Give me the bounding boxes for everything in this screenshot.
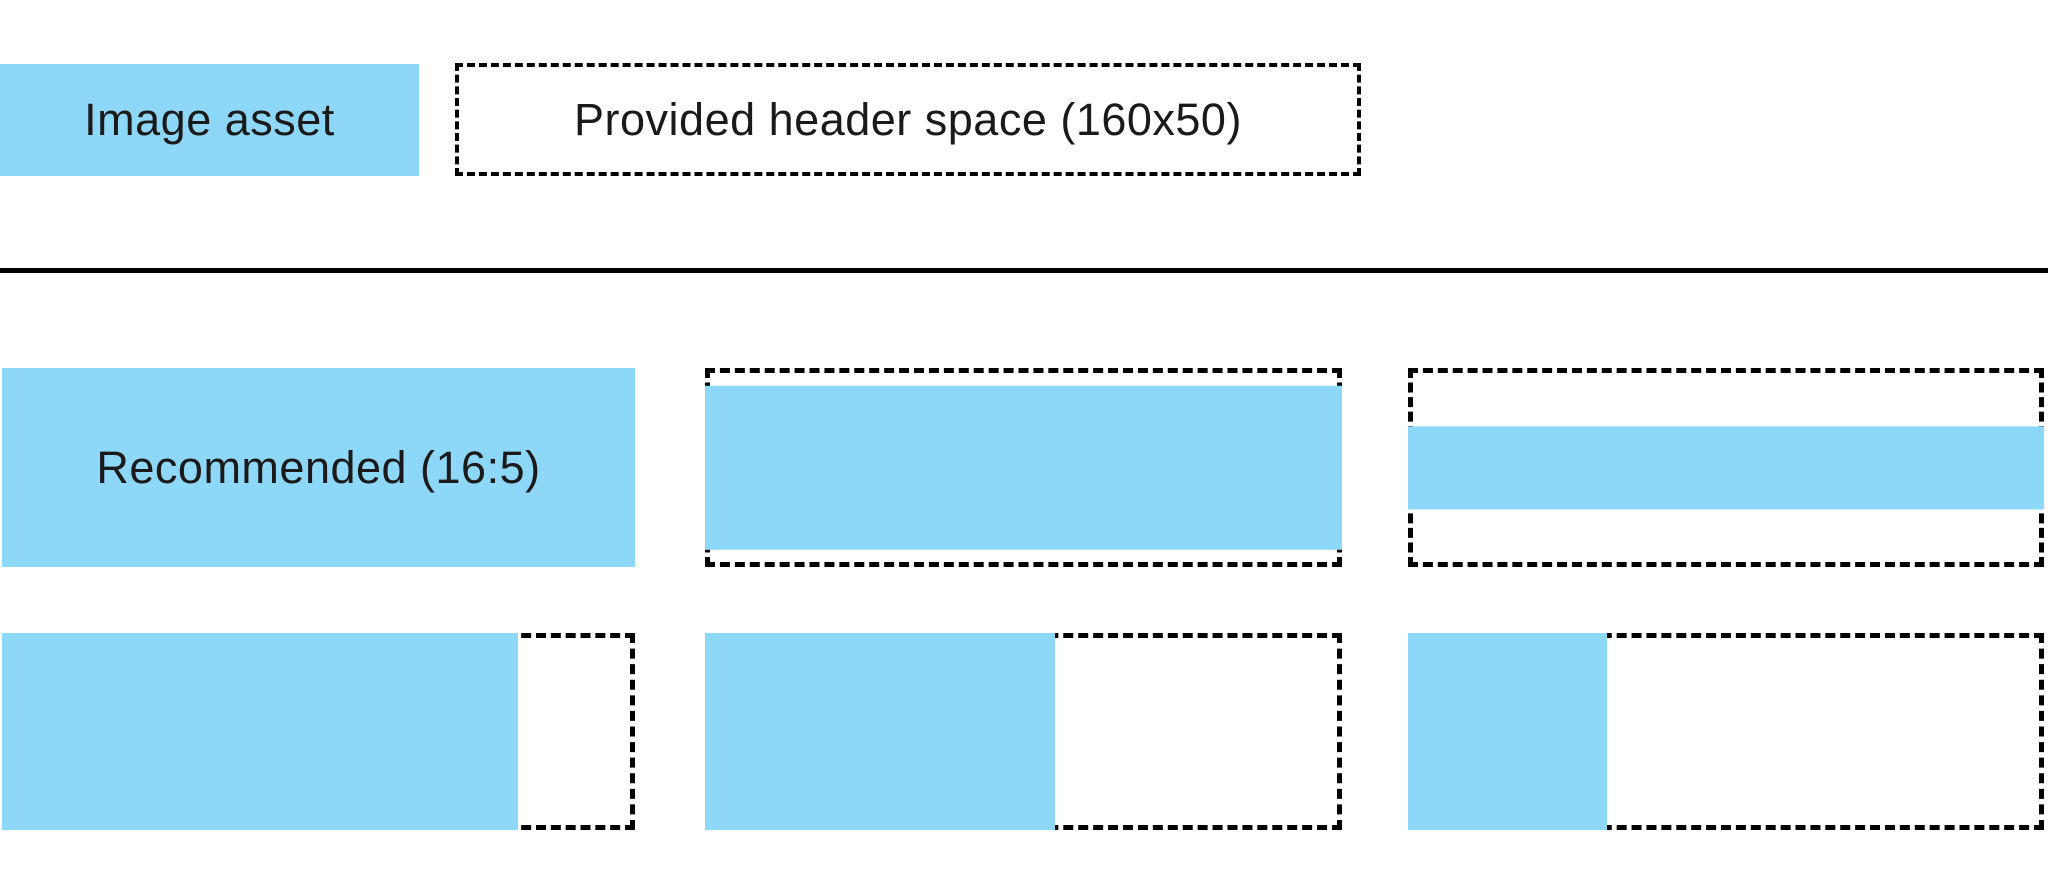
example-cell-taller-pillarboxed xyxy=(705,633,1342,830)
recommended-label: Recommended (16:5) xyxy=(96,441,541,493)
image-asset-fill xyxy=(2,633,518,830)
legend-image-asset-label: Image asset xyxy=(84,94,335,145)
example-cell-ultrawide-letterboxed xyxy=(1408,368,2044,567)
image-asset-fill xyxy=(1408,425,2044,510)
image-asset-fill xyxy=(2,368,635,567)
legend-provided-header-space-box: Provided header space (160x50) xyxy=(455,63,1361,176)
legend-provided-header-space-label: Provided header space (160x50) xyxy=(574,93,1242,145)
image-asset-fill xyxy=(705,385,1342,550)
image-asset-fill xyxy=(1408,633,1608,830)
example-cell-wide-letterboxed xyxy=(705,368,1342,567)
example-cell-recommended-16x5: Recommended (16:5) xyxy=(2,368,635,567)
example-cell-tall-pillarboxed xyxy=(2,633,635,830)
image-asset-fill xyxy=(705,633,1055,830)
divider-line xyxy=(0,268,2048,273)
legend-image-asset-swatch: Image asset xyxy=(0,64,419,176)
example-cell-narrow-pillarboxed xyxy=(1408,633,2044,830)
